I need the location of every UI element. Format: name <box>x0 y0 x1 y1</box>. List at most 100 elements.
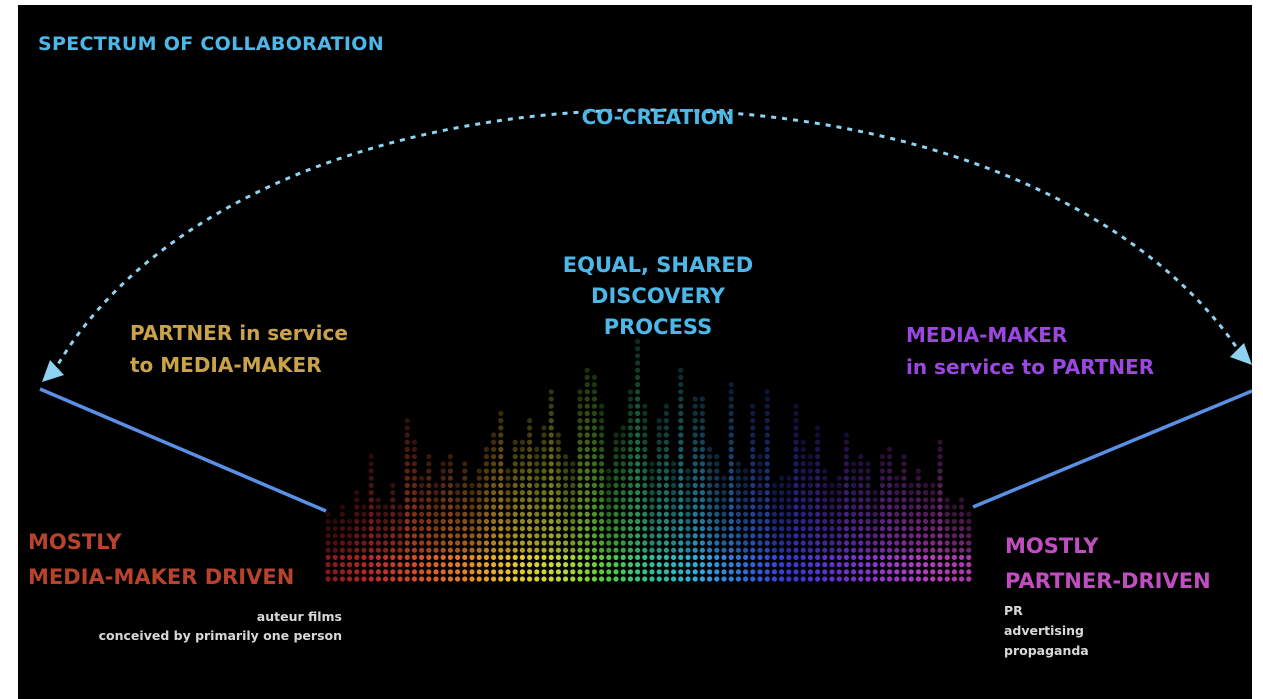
spectrum-dot <box>663 547 670 553</box>
spectrum-dot <box>627 569 634 575</box>
spectrum-dot <box>455 497 461 503</box>
spectrum-dot <box>807 526 814 532</box>
spectrum-dot <box>447 533 453 539</box>
spectrum-dot <box>735 569 742 575</box>
spectrum-dot <box>627 562 634 568</box>
spectrum-dot <box>613 461 619 467</box>
spectrum-dot <box>685 554 691 561</box>
spectrum-dot <box>894 569 900 575</box>
spectrum-dot <box>930 497 936 503</box>
spectrum-dot <box>786 547 792 553</box>
spectrum-dot <box>923 576 929 582</box>
spectrum-dot <box>627 526 634 532</box>
spectrum-dot <box>786 518 792 525</box>
spectrum-dot <box>426 547 432 553</box>
spectrum-dot <box>555 446 562 452</box>
spectrum-dot <box>872 518 878 525</box>
spectrum-dot <box>908 518 914 525</box>
spectrum-dot <box>404 511 410 517</box>
spectrum-dot <box>779 540 785 546</box>
spectrum-dot <box>368 482 374 488</box>
spectrum-dot <box>879 547 886 553</box>
spectrum-dot <box>505 576 511 582</box>
spectrum-dot <box>527 533 533 539</box>
spectrum-dot <box>534 554 540 561</box>
spectrum-dot <box>361 569 367 575</box>
spectrum-dot <box>843 504 850 510</box>
spectrum-dot <box>937 540 943 546</box>
spectrum-dot <box>678 454 684 460</box>
spectrum-dot <box>959 562 965 568</box>
spectrum-dot <box>469 490 475 496</box>
spectrum-dot <box>829 490 835 496</box>
spectrum-dot <box>469 511 475 517</box>
spectrum-dot <box>599 540 605 546</box>
spectrum-dot <box>426 526 432 532</box>
spectrum-dot <box>743 533 749 539</box>
spectrum-dot <box>548 425 554 431</box>
spectrum-dot <box>714 569 720 575</box>
spectrum-dot <box>901 547 907 553</box>
spectrum-dot <box>476 562 482 568</box>
spectrum-dot <box>419 547 425 553</box>
spectrum-dot <box>692 540 698 546</box>
spectrum-dot <box>858 547 864 553</box>
spectrum-dot <box>411 439 417 445</box>
spectrum-dot <box>584 554 590 561</box>
spectrum-dot <box>476 468 482 474</box>
spectrum-dot <box>534 547 540 553</box>
spectrum-dot <box>368 518 374 525</box>
spectrum-dot <box>613 576 619 582</box>
spectrum-dot <box>498 439 504 445</box>
spectrum-dot <box>411 454 417 460</box>
spectrum-dot <box>534 540 540 546</box>
spectrum-dot <box>599 410 605 416</box>
spectrum-dot <box>699 533 706 539</box>
spectrum-dot <box>822 576 828 582</box>
spectrum-dot <box>383 540 389 546</box>
spectrum-dot <box>714 468 720 474</box>
spectrum-dot <box>743 490 749 496</box>
spectrum-dot <box>735 475 742 481</box>
spectrum-dot <box>692 504 698 510</box>
spectrum-dot <box>541 518 547 525</box>
spectrum-dot <box>923 562 929 568</box>
spectrum-dot <box>577 425 583 431</box>
spectrum-dot <box>923 540 929 546</box>
spectrum-dot <box>678 569 684 575</box>
spectrum-dot <box>361 547 367 553</box>
spectrum-dot <box>390 511 396 517</box>
spectrum-dot <box>678 526 684 532</box>
spectrum-dot <box>483 569 489 575</box>
spectrum-dot <box>527 562 533 568</box>
spectrum-dot <box>519 439 525 445</box>
spectrum-dot <box>635 475 641 481</box>
spectrum-dot <box>584 446 590 452</box>
spectrum-dot <box>663 497 670 503</box>
spectrum-dot <box>750 518 756 525</box>
spectrum-dot <box>519 547 525 553</box>
spectrum-dot <box>483 490 489 496</box>
spectrum-dot <box>584 454 590 460</box>
spectrum-dot <box>440 554 446 561</box>
spectrum-dot <box>548 526 554 532</box>
spectrum-dot <box>325 511 331 517</box>
spectrum-dot <box>635 410 641 416</box>
spectrum-dot <box>793 475 799 481</box>
spectrum-dot <box>649 490 655 496</box>
spectrum-dot <box>764 569 770 575</box>
spectrum-dot <box>649 482 655 488</box>
spectrum-dot <box>635 468 641 474</box>
spectrum-dot <box>527 461 533 467</box>
spectrum-dot <box>440 547 446 553</box>
spectrum-dot <box>721 533 727 539</box>
spectrum-dot <box>462 475 468 481</box>
spectrum-dot <box>606 576 612 582</box>
spectrum-dot <box>663 554 670 561</box>
spectrum-dot <box>541 562 547 568</box>
spectrum-dot <box>541 432 547 438</box>
spectrum-dot <box>642 562 648 568</box>
spectrum-dot <box>771 562 778 568</box>
spectrum-dot <box>757 461 763 467</box>
spectrum-dot <box>354 562 360 568</box>
